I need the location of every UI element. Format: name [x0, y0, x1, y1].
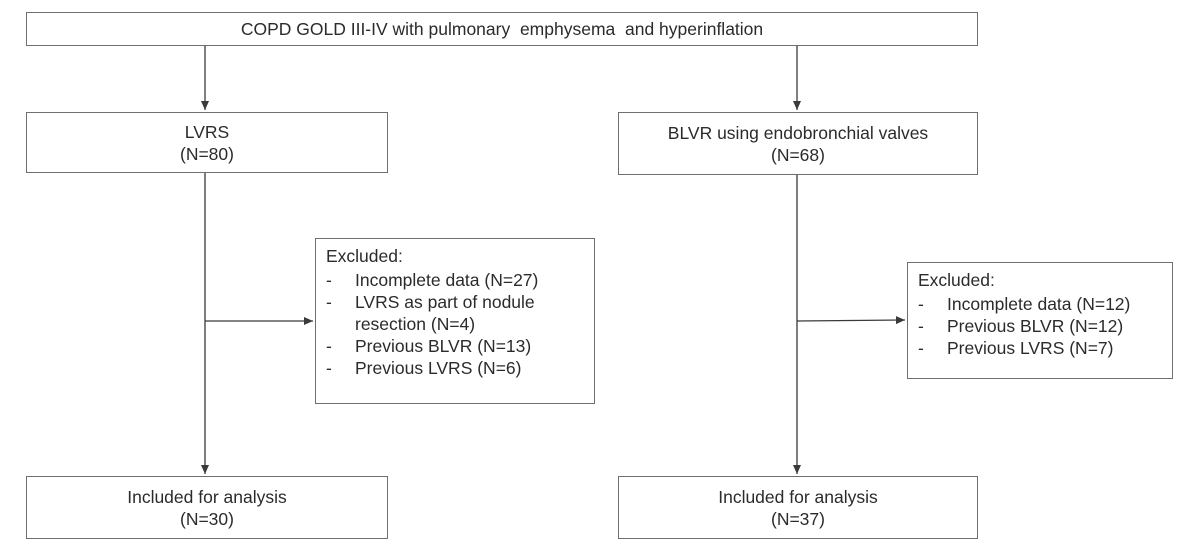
- blvr-included-count: (N=37): [771, 508, 825, 529]
- top-box-population: COPD GOLD III-IV with pulmonary emphysem…: [26, 12, 978, 46]
- lvrs-excluded-item: - Previous LVRS (N=6): [326, 357, 584, 379]
- lvrs-excluded-box: Excluded: - Incomplete data (N=27) - LVR…: [315, 238, 595, 404]
- blvr-excluded-box: Excluded: - Incomplete data (N=12) - Pre…: [907, 262, 1173, 379]
- list-dash: -: [326, 358, 332, 378]
- lvrs-included-title: Included for analysis: [127, 486, 287, 507]
- blvr-group-title: BLVR using endobronchial valves: [667, 122, 929, 143]
- blvr-excluded-item-text: Incomplete data (N=12): [947, 294, 1131, 314]
- lvrs-group-title: LVRS: [184, 121, 230, 142]
- blvr-excluded-item: - Previous LVRS (N=7): [918, 337, 1162, 359]
- list-dash: -: [326, 292, 332, 312]
- blvr-excluded-item: - Incomplete data (N=12): [918, 293, 1162, 315]
- lvrs-excluded-item-text: Previous BLVR (N=13): [355, 336, 532, 356]
- lvrs-excluded-item: - Previous BLVR (N=13): [326, 335, 584, 357]
- blvr-group-box: BLVR using endobronchial valves (N=68): [618, 112, 978, 175]
- lvrs-excluded-item: - Incomplete data (N=27): [326, 269, 584, 291]
- lvrs-excluded-item: - LVRS as part of nodule resection (N=4): [326, 291, 584, 335]
- blvr-excluded-item-text: Previous BLVR (N=12): [947, 316, 1124, 336]
- list-dash: -: [918, 294, 924, 314]
- blvr-excluded-item: - Previous BLVR (N=12): [918, 315, 1162, 337]
- list-dash: -: [918, 316, 924, 336]
- blvr-included-box: Included for analysis (N=37): [618, 476, 978, 539]
- blvr-included-title: Included for analysis: [718, 486, 878, 507]
- lvrs-included-box: Included for analysis (N=30): [26, 476, 388, 539]
- list-dash: -: [326, 270, 332, 290]
- lvrs-excluded-title: Excluded:: [326, 246, 403, 266]
- lvrs-group-count: (N=80): [180, 143, 234, 164]
- lvrs-excluded-item-text: Incomplete data (N=27): [355, 270, 539, 290]
- list-dash: -: [918, 338, 924, 358]
- lvrs-excluded-item-text: LVRS as part of nodule resection (N=4): [355, 292, 535, 334]
- lvrs-included-count: (N=30): [180, 508, 234, 529]
- arrow-blvr-to-excluded: [796, 316, 906, 325]
- blvr-group-count: (N=68): [771, 144, 825, 165]
- lvrs-excluded-item-text: Previous LVRS (N=6): [355, 358, 522, 378]
- lvrs-group-box: LVRS (N=80): [26, 112, 388, 173]
- list-dash: -: [326, 336, 332, 356]
- top-box-text: COPD GOLD III-IV with pulmonary emphysem…: [240, 19, 764, 39]
- blvr-excluded-item-text: Previous LVRS (N=7): [947, 338, 1114, 358]
- blvr-excluded-title: Excluded:: [918, 270, 995, 290]
